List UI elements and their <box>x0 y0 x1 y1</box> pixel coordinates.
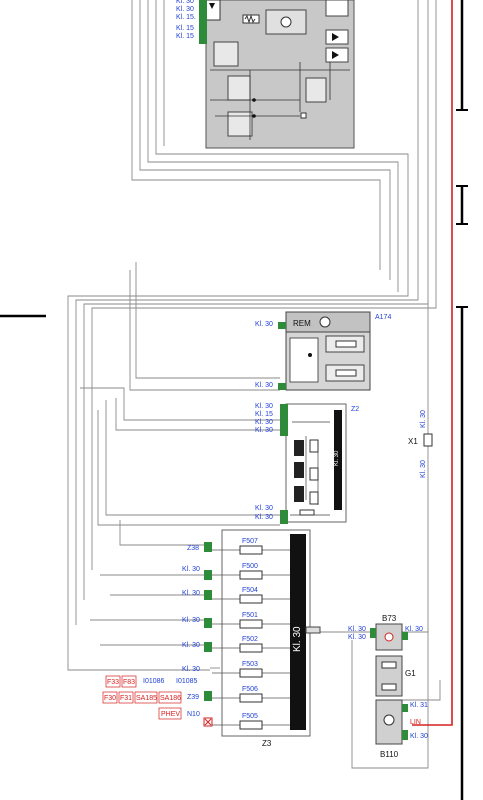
x1-label: X1 <box>408 437 418 446</box>
fuse-f507 <box>239 545 263 555</box>
label-kl30-top1: Kl. 30 <box>176 6 194 13</box>
fuse-f504 <box>239 594 263 604</box>
fuse-label-f505: F505 <box>242 713 258 720</box>
z3-kl30-2: Kl. 30 <box>182 590 200 597</box>
b110-lin: LIN <box>410 719 421 726</box>
label-kl30-top0: Kl. 30 <box>176 0 194 5</box>
b73-kl30-left2: Kl. 30 <box>348 634 366 641</box>
fuse-f503 <box>239 668 263 678</box>
ref-i01086: I01086 <box>143 678 165 685</box>
x1-kl30-top: Kl. 30 <box>420 410 427 428</box>
x1-kl30-bottom: Kl. 30 <box>420 460 427 478</box>
x1-connector <box>423 433 433 447</box>
z38-label: Z38 <box>187 545 199 552</box>
b73-kl30-right: Kl. 30 <box>405 626 423 633</box>
z2-label: Z2 <box>351 406 359 413</box>
red-ref-f83: F83 <box>123 679 135 686</box>
red-ref-f33: F33 <box>107 679 119 686</box>
a174-kl30-bottom: Kl. 30 <box>255 382 273 389</box>
fuse-label-f503: F503 <box>242 661 258 668</box>
z2-kl30-3: Kl. 30 <box>255 427 273 434</box>
z2-kl15-1: Kl. 15 <box>255 411 273 418</box>
z3-connectors <box>203 542 213 727</box>
b73-kl30-left1: Kl. 30 <box>348 626 366 633</box>
z2-kl30-4: Kl. 30 <box>255 505 273 512</box>
ref-i01085: I01085 <box>176 678 198 685</box>
a174-kl30-top: Kl. 30 <box>255 321 273 328</box>
red-refs <box>102 675 182 720</box>
fuse-f505 <box>239 720 263 730</box>
wires <box>67 0 441 769</box>
g1-label: G1 <box>405 669 416 678</box>
fuse-label-f504: F504 <box>242 587 258 594</box>
z2-kl30-bar: Kl. 30 <box>334 450 340 466</box>
red-ref-f30: F30 <box>104 695 116 702</box>
z3-kl30-5: Kl. 30 <box>182 666 200 673</box>
red-ref-sa185: SA185 <box>136 695 157 702</box>
top-connectors <box>199 0 207 44</box>
fuse-f506 <box>239 693 263 703</box>
n10-cross <box>204 718 212 726</box>
z2-kl30-5: Kl. 30 <box>255 514 273 521</box>
b110-label: B110 <box>380 750 399 759</box>
a174-module <box>278 311 371 391</box>
fuse-f502 <box>239 643 263 653</box>
label-kl15-top1: Kl. 15 <box>176 25 194 32</box>
z2-kl30-2: Kl. 30 <box>255 419 273 426</box>
top-control-module <box>205 0 355 149</box>
z2-kl30-1: Kl. 30 <box>255 403 273 410</box>
rem-label: REM <box>293 319 311 328</box>
fuse-label-f500: F500 <box>242 563 258 570</box>
z39-label: Z39 <box>187 694 199 701</box>
fuse-label-f502: F502 <box>242 636 258 643</box>
lin-red-wire <box>412 0 453 726</box>
z2-module <box>280 403 347 524</box>
z3-label: Z3 <box>262 739 272 748</box>
bus-ticks <box>456 109 468 308</box>
fuse-label-f506: F506 <box>242 686 258 693</box>
battery-sensors <box>370 623 408 745</box>
fuse-label-f501: F501 <box>242 612 258 619</box>
red-ref-f31: F31 <box>120 695 132 702</box>
b110-kl31: Kl. 31 <box>410 702 428 709</box>
fuse-label-f507: F507 <box>242 538 258 545</box>
fuse-f501 <box>239 619 263 629</box>
z3-kl30-3: Kl. 30 <box>182 617 200 624</box>
fuse-f500 <box>239 570 263 580</box>
z3-fuse-box <box>221 529 321 737</box>
z3-kl30-bar: Kl. 30 <box>292 626 303 652</box>
z3-kl30-4: Kl. 30 <box>182 642 200 649</box>
b110-kl30: Kl. 30 <box>410 733 428 740</box>
red-ref-phev: PHEV <box>161 711 180 718</box>
z3-kl30-1: Kl. 30 <box>182 566 200 573</box>
n10-label: N10 <box>187 711 200 718</box>
a174-label: A174 <box>375 314 391 321</box>
b73-label: B73 <box>382 614 397 623</box>
label-kl15dot-top: Kl. 15. <box>176 14 196 21</box>
label-kl15-top2: Kl. 15 <box>176 33 194 40</box>
red-ref-sa186: SA186 <box>160 695 181 702</box>
